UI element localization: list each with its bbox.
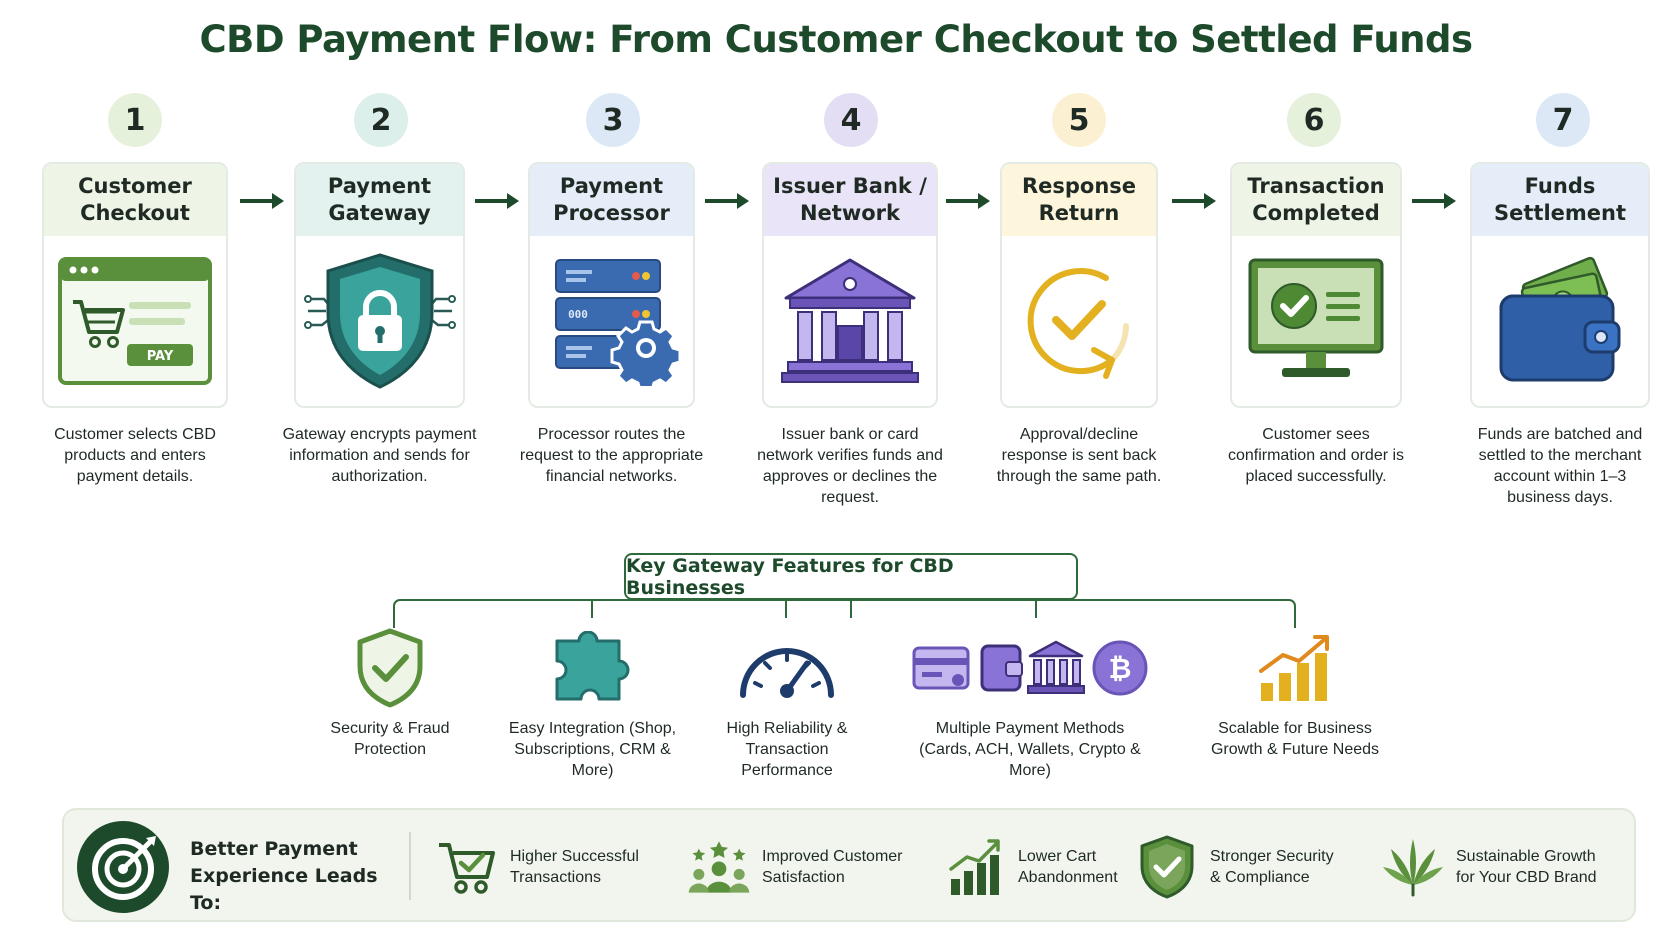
step-card: Issuer Bank / Network xyxy=(762,162,938,408)
cart-check-icon xyxy=(434,837,500,897)
step-title: Response Return xyxy=(1002,164,1156,236)
step-description: Approval/decline response is sent back t… xyxy=(996,426,1162,485)
step-title: Payment Processor xyxy=(530,164,693,236)
step-card: Customer Checkout PAY xyxy=(42,162,228,408)
feature-label: High Reliability & Transaction Performan… xyxy=(726,720,848,779)
feature-scalable: Scalable for Business Growth & Future Ne… xyxy=(1210,628,1380,760)
feature-security: Security & Fraud Protection xyxy=(300,628,480,760)
people-stars-icon xyxy=(686,837,752,897)
pay-button-label: PAY xyxy=(147,349,174,364)
step-description: Processor routes the request to the appr… xyxy=(519,426,704,485)
flow-arrow-icon xyxy=(1412,193,1456,209)
puzzle-icon xyxy=(500,628,685,708)
svg-text:₿: ₿ xyxy=(1109,652,1132,685)
feature-label: Security & Fraud Protection xyxy=(330,720,450,758)
flow-arrow-icon xyxy=(1172,193,1216,209)
banner-divider xyxy=(409,832,411,900)
shield-check-icon xyxy=(1134,834,1200,900)
page-title: CBD Payment Flow: From Customer Checkout… xyxy=(199,18,1473,61)
flow-arrow-icon xyxy=(946,193,990,209)
step-number: 1 xyxy=(108,93,162,147)
checkout-window-icon: PAY xyxy=(44,246,226,396)
step-number: 3 xyxy=(586,93,640,147)
benefit-item: Stronger Security & Compliance xyxy=(1134,830,1340,904)
benefit-label: Sustainable Growth for Your CBD Brand xyxy=(1456,848,1597,886)
step-number: 5 xyxy=(1052,93,1106,147)
flow-arrow-icon xyxy=(475,193,519,209)
bank-icon xyxy=(764,246,936,396)
step-description: Customer sees confirmation and order is … xyxy=(1227,426,1405,485)
bar-chart-icon xyxy=(942,837,1008,897)
benefit-item: Lower Cart Abandonment xyxy=(942,830,1128,904)
step-number: 4 xyxy=(824,93,878,147)
feature-payment-methods: ₿ Multiple Payment Methods (Cards, ACH, … xyxy=(910,628,1150,781)
feature-label: Multiple Payment Methods (Cards, ACH, Wa… xyxy=(919,720,1141,779)
payment-methods-icon: ₿ xyxy=(910,628,1150,708)
step-number: 7 xyxy=(1536,93,1590,147)
step-card: Payment Processor 000 xyxy=(528,162,695,408)
benefit-item: Higher Successful Transactions xyxy=(434,830,650,904)
step-number: 6 xyxy=(1287,93,1341,147)
benefits-banner: Better Payment Experience Leads To: High… xyxy=(62,808,1636,922)
step-title: Funds Settlement xyxy=(1472,164,1648,236)
step-title: Customer Checkout xyxy=(44,164,226,236)
feature-reliability: High Reliability & Transaction Performan… xyxy=(712,628,862,781)
benefit-label: Stronger Security & Compliance xyxy=(1210,848,1334,886)
feature-label: Scalable for Business Growth & Future Ne… xyxy=(1210,720,1380,758)
wallet-money-icon xyxy=(1472,246,1648,396)
benefit-label: Lower Cart Abandonment xyxy=(1018,848,1118,886)
step-description: Customer selects CBD products and enters… xyxy=(54,426,216,485)
step-card: Payment Gateway xyxy=(294,162,465,408)
step-description: Issuer bank or card network verifies fun… xyxy=(757,426,943,506)
server-gear-icon: 000 xyxy=(530,246,693,396)
return-check-icon xyxy=(1002,246,1156,396)
gauge-icon xyxy=(712,628,862,708)
step-card: Response Return xyxy=(1000,162,1158,408)
feature-label: Easy Integration (Shop, Subscriptions, C… xyxy=(508,720,677,779)
flow-arrow-icon xyxy=(240,193,284,209)
step-title: Payment Gateway xyxy=(296,164,463,236)
flow-arrow-icon xyxy=(705,193,749,209)
target-icon xyxy=(77,821,169,913)
step-description: Gateway encrypts payment information and… xyxy=(282,426,477,485)
shield-check-icon xyxy=(300,628,480,708)
growth-chart-icon xyxy=(1210,628,1380,708)
cannabis-leaf-icon xyxy=(1380,837,1446,897)
step-card: Transaction Completed xyxy=(1230,162,1402,408)
features-title: Key Gateway Features for CBD Businesses xyxy=(624,553,1078,600)
benefit-item: Sustainable Growth for Your CBD Brand xyxy=(1380,830,1606,904)
benefit-label: Improved Customer Satisfaction xyxy=(762,848,903,886)
benefit-item: Improved Customer Satisfaction xyxy=(686,830,912,904)
server-label: 000 xyxy=(568,308,588,321)
step-number: 2 xyxy=(354,93,408,147)
benefit-label: Higher Successful Transactions xyxy=(510,848,639,886)
step-description: Funds are batched and settled to the mer… xyxy=(1477,426,1643,506)
feature-integration: Easy Integration (Shop, Subscriptions, C… xyxy=(500,628,685,781)
monitor-check-icon xyxy=(1232,246,1400,396)
step-card: Funds Settlement xyxy=(1470,162,1650,408)
lock-shield-icon xyxy=(296,246,463,396)
step-title: Issuer Bank / Network xyxy=(764,164,936,236)
step-title: Transaction Completed xyxy=(1232,164,1400,236)
banner-lead: Better Payment Experience Leads To: xyxy=(190,838,378,914)
